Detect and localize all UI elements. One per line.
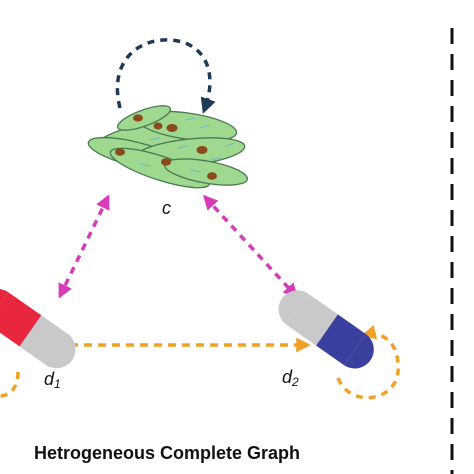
edge-c-self-loop	[115, 38, 216, 114]
edge-c-d2	[203, 194, 298, 299]
nucleus	[153, 122, 163, 130]
capsule-body-end	[45, 333, 76, 369]
capsule-body-end	[278, 290, 309, 325]
nucleus	[133, 114, 143, 122]
node-c-cell-cluster	[87, 105, 249, 189]
nucleus	[161, 158, 171, 166]
cell-striations	[139, 117, 236, 173]
capsule-body	[286, 293, 338, 346]
cell-nuclei	[115, 114, 217, 180]
edge-d1-self-loop	[0, 371, 20, 398]
nucleus	[115, 148, 125, 156]
nucleus	[207, 172, 217, 180]
edge-c-d1	[58, 194, 110, 299]
nucleus	[166, 124, 178, 132]
node-d1-capsule	[0, 288, 76, 369]
cell	[116, 105, 172, 131]
node-d2-label: d2	[282, 367, 299, 389]
edge-d2-self-loop	[336, 325, 400, 400]
node-d1-label: d1	[44, 369, 61, 391]
capsule-cap-end	[343, 333, 374, 369]
diagram-caption: Hetrogeneous Complete Graph	[34, 443, 300, 463]
node-d2-capsule	[278, 290, 374, 369]
node-c-label: c	[162, 198, 171, 218]
capsule-cap	[316, 314, 366, 366]
capsule-cap	[0, 292, 42, 347]
nucleus	[196, 146, 208, 154]
capsule-cap-end	[0, 288, 9, 324]
